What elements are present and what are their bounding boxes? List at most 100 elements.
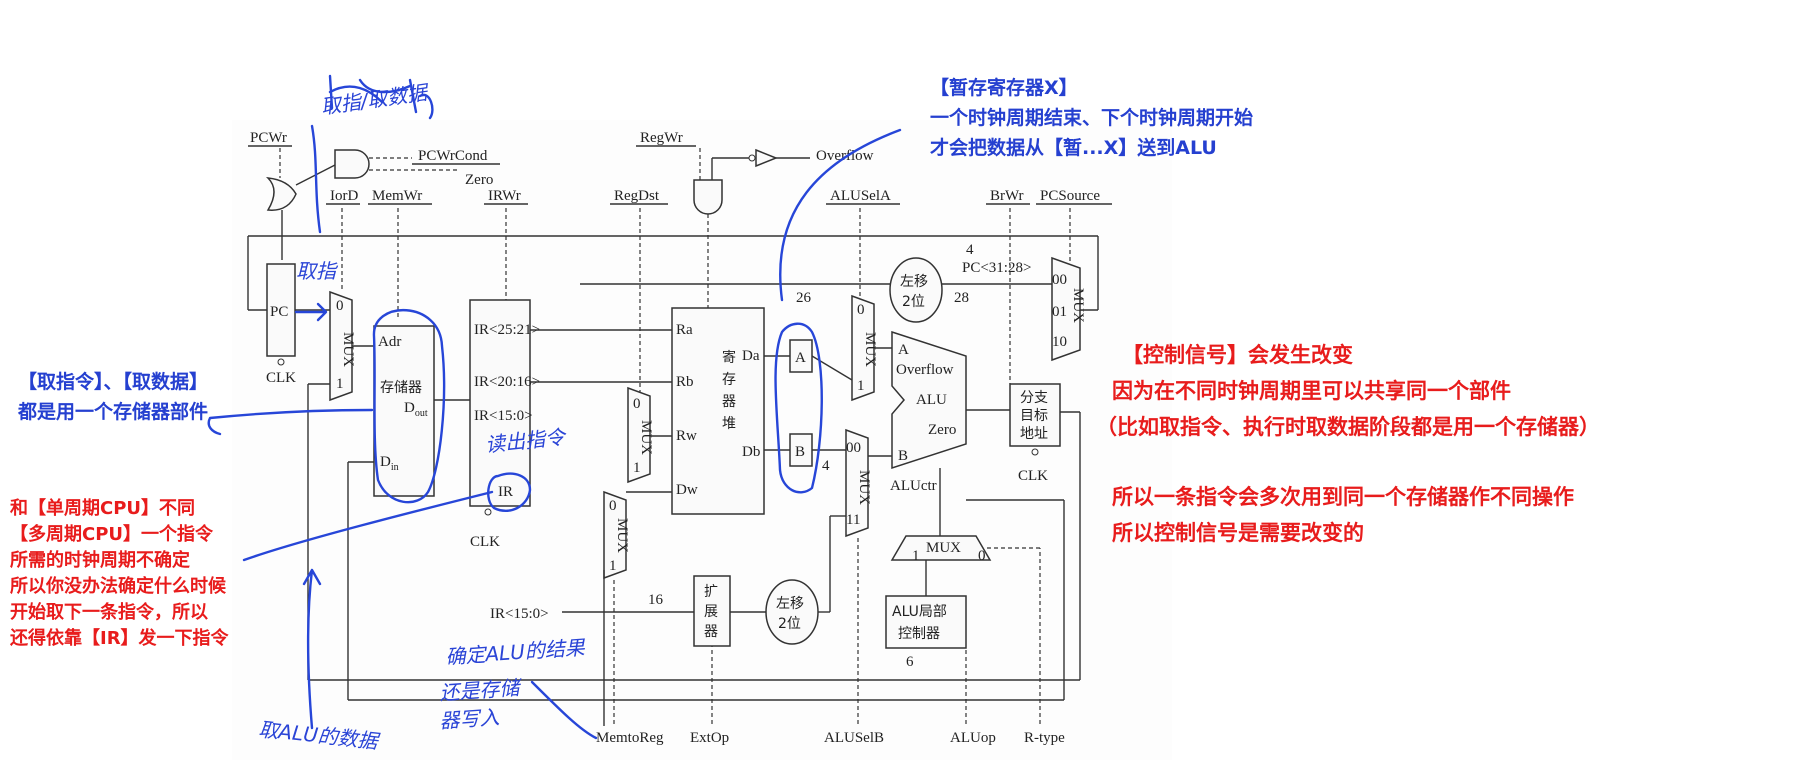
- reg-a-label: A: [795, 350, 806, 366]
- signal-rtype: R-type: [1024, 730, 1065, 746]
- branch-clk: CLK: [1018, 468, 1048, 484]
- and-gate-regwr: [693, 179, 723, 215]
- pc-register: [266, 263, 296, 357]
- ext-l1: 扩: [704, 584, 718, 600]
- mux-aluselA-in1: 1: [857, 378, 865, 394]
- mux-aluselB-in00: 00: [846, 440, 861, 456]
- ann-multi-line5: 开始取下一条指令，所以: [10, 601, 208, 623]
- regfile-rb: Rb: [676, 374, 694, 390]
- ann-fetch-line1: 【取指令】、【取数据】: [18, 370, 208, 393]
- signal-aluselA: ALUSelA: [830, 188, 891, 204]
- memory-dout: Dout: [404, 400, 428, 419]
- alu-zero: Zero: [928, 422, 956, 438]
- signal-brwr: BrWr: [990, 188, 1024, 204]
- shift-top-l1: 左移: [900, 274, 928, 290]
- shift-left-bottom: [765, 579, 819, 645]
- signal-irwr: IRWr: [488, 188, 521, 204]
- mux-aluselB-in11: 11: [846, 512, 860, 528]
- mux-aluselB-label: MUX: [856, 470, 872, 505]
- signal-overflow: Overflow: [816, 148, 874, 164]
- mux-pcsource-label: MUX: [1070, 288, 1086, 323]
- or-gate-pcwr: [265, 177, 297, 211]
- num-4: 4: [966, 242, 974, 258]
- num-28: 28: [954, 290, 969, 306]
- signal-aluop: ALUop: [950, 730, 996, 746]
- signal-pcsource: PCSource: [1040, 188, 1100, 204]
- ir-15-0: IR<15:0>: [474, 408, 533, 424]
- aluctrl-l1: ALU局部: [892, 604, 947, 620]
- ir-register: [469, 299, 531, 507]
- branch-target: [1009, 383, 1061, 447]
- hand-circle-memory: [372, 308, 446, 504]
- ann-multi-line4: 所以你没办法确定什么时候: [10, 575, 227, 597]
- ir-15-0-ext: IR<15:0>: [490, 606, 549, 622]
- ann-multi-line2: 【多周期CPU】一个指令: [10, 523, 214, 545]
- alu: [891, 330, 967, 470]
- shift-top-l2: 2位: [902, 294, 925, 310]
- mux-regdst-label: MUX: [638, 420, 654, 455]
- regfile-label-1: 寄: [722, 349, 736, 366]
- ext-l2: 展: [704, 604, 718, 620]
- ann-ctrl-line3: （比如取指令、执行时取数据阶段都是用一个存储器）: [1096, 415, 1600, 439]
- mux-iord: [329, 290, 353, 402]
- hand-scribble-top: [328, 74, 434, 120]
- regfile-ra: Ra: [676, 322, 693, 338]
- regfile-dw: Dw: [676, 482, 698, 498]
- mux-aluselA: [851, 294, 875, 402]
- ext-l3: 器: [704, 624, 718, 640]
- mux-aluop-in1: 1: [912, 548, 920, 564]
- signal-memwr: MemWr: [372, 188, 422, 204]
- mux-iord-label: MUX: [340, 332, 356, 367]
- mux-aluselA-label: MUX: [862, 332, 878, 367]
- mux-pcsource-in00: 00: [1052, 272, 1067, 288]
- hand-arrow-pc: [294, 302, 328, 322]
- num-16: 16: [648, 592, 664, 608]
- signal-iord: IorD: [330, 188, 358, 204]
- shift-bot-l1: 左移: [776, 596, 804, 612]
- mux-memtoreg-in0: 0: [609, 498, 617, 514]
- shift-left-top: [889, 257, 943, 323]
- ir-clk-label: CLK: [470, 534, 500, 550]
- ann-ctrl-line2: 因为在不同时钟周期里可以共享同一个部件: [1112, 379, 1511, 403]
- regfile-label-4: 堆: [722, 416, 736, 432]
- branch-l3: 地址: [1020, 426, 1048, 442]
- signal-regwr: RegWr: [640, 130, 683, 146]
- alu-in-a: A: [898, 342, 909, 358]
- hand-line-memory-note: [207, 408, 374, 436]
- num-6: 6: [906, 654, 914, 670]
- branch-l1: 分支: [1020, 390, 1048, 406]
- hand-line-memtoreg: [530, 680, 598, 740]
- regfile-rw: Rw: [676, 428, 697, 444]
- regfile-label-2: 存: [722, 372, 736, 388]
- branch-l2: 目标: [1020, 408, 1048, 424]
- regfile-db: Db: [742, 444, 760, 460]
- const-4: 4: [822, 458, 830, 474]
- register-file: [671, 307, 765, 515]
- ann-fetch-line2: 都是用一个存储器部件: [17, 400, 208, 423]
- hand-decide-2: 还是存储: [439, 675, 523, 705]
- aluctrl-l2: 控制器: [898, 626, 940, 642]
- mux-iord-in0: 0: [336, 298, 344, 314]
- ann-ctrl-line5: 所以控制信号是需要改变的: [1112, 521, 1364, 545]
- pc-clk-label: CLK: [266, 370, 296, 386]
- hand-circle-ab: [774, 322, 823, 494]
- ann-multi-line3: 所需的时钟周期不确定: [10, 549, 190, 571]
- hand-arrow-alu-data: [302, 568, 322, 730]
- memory-adr: Adr: [378, 334, 401, 350]
- ir-20-16: IR<20:16>: [474, 374, 540, 390]
- alu-overflow: Overflow: [896, 362, 954, 378]
- regfile-label-3: 器: [722, 394, 736, 410]
- ann-buffer-line1: 一个时钟周期结束、下个时钟周期开始: [930, 106, 1253, 129]
- mux-pcsource-in10: 10: [1052, 334, 1067, 350]
- memory-din: Din: [380, 454, 399, 473]
- signal-extop: ExtOp: [690, 730, 729, 746]
- memory-label: 存储器: [380, 380, 422, 396]
- signal-pcwrcond: PCWrCond: [418, 148, 488, 164]
- mux-memtoreg: [603, 490, 627, 580]
- mux-pcsource: [1051, 256, 1081, 362]
- memory-block: [373, 325, 435, 497]
- mux-regdst-in0: 0: [633, 396, 641, 412]
- ann-multi-line6: 还得依靠【IR】发一下指令: [9, 627, 230, 649]
- pc-31-28: PC<31:28>: [962, 260, 1031, 276]
